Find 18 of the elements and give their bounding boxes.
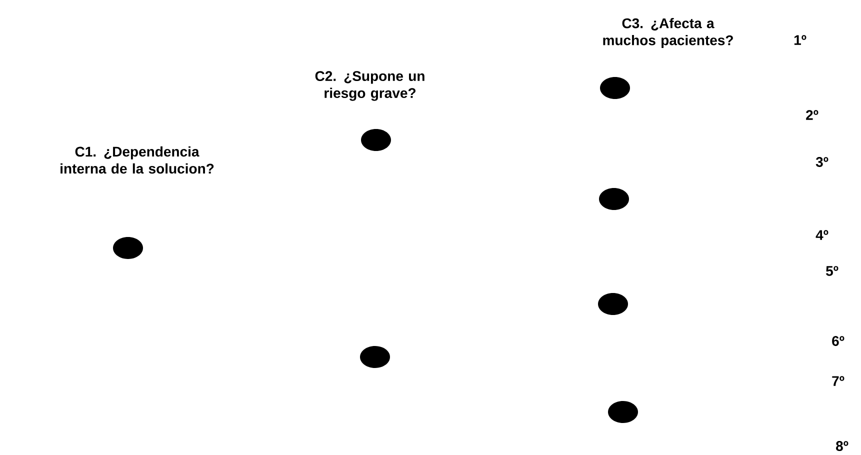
dot — [360, 346, 390, 368]
rank-label: 7º — [832, 376, 844, 386]
rank-label: 8º — [836, 441, 848, 451]
rank-label: 4º — [816, 230, 828, 240]
dot — [598, 293, 628, 315]
question-heading: C3. ¿Afecta a muchos pacientes? — [603, 18, 733, 48]
rank-label: 6º — [832, 336, 844, 346]
question-heading: C1. ¿Dependencia interna de la solucion? — [60, 146, 214, 174]
rank-label: 1º — [794, 35, 806, 45]
dot — [600, 77, 630, 99]
dot — [599, 188, 629, 210]
question-heading: C2. ¿Supone un riesgo grave? — [315, 71, 424, 101]
rank-label: 3º — [816, 157, 828, 167]
rank-label: 2º — [806, 110, 818, 120]
rank-label: 5º — [826, 266, 838, 276]
dot — [113, 237, 143, 259]
dot — [361, 129, 391, 151]
dot — [608, 401, 638, 423]
